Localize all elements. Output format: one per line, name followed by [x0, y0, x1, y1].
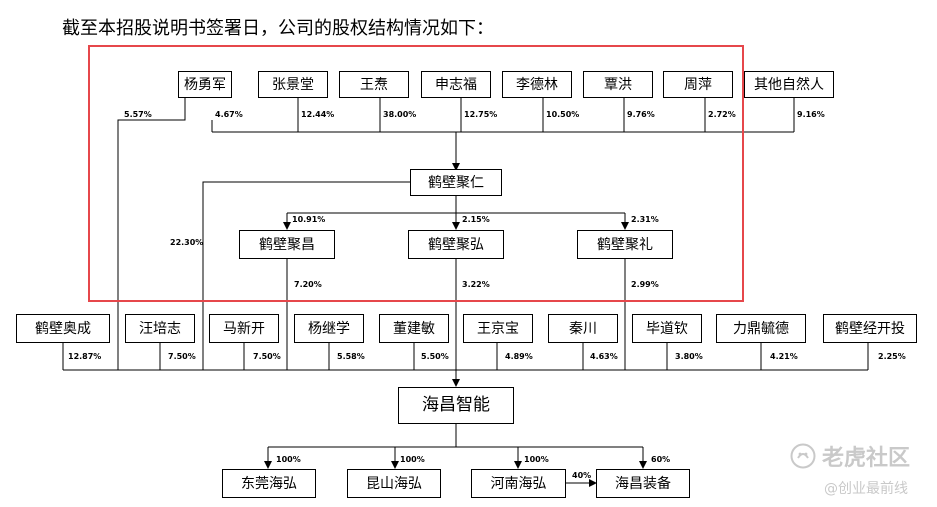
shareholder-box-hebi-jingkaitou: 鹤壁经开投	[823, 314, 917, 343]
holder-box-li-delin: 李德林	[502, 71, 572, 98]
pct-label-dongguan-haihong: 100%	[276, 455, 301, 464]
pct-label-wang-jingbao: 4.89%	[505, 352, 533, 361]
holder-box-other-individuals: 其他自然人	[744, 71, 834, 98]
shareholder-box-dong-jianmin: 董建敏	[379, 314, 449, 343]
shareholder-box-qin-chuan: 秦川	[548, 314, 618, 343]
subsidiary-box-dongguan-haihong: 东莞海弘	[222, 469, 316, 498]
subsidiary-box-henan-haihong: 河南海弘	[471, 469, 566, 498]
pct-label-ma-xinkai: 7.50%	[253, 352, 281, 361]
pct-label-qin-chuan: 4.63%	[590, 352, 618, 361]
pct-label-juli-from-juren: 2.31%	[631, 215, 659, 224]
pct-label-haichang-zhuangbei: 60%	[651, 455, 671, 464]
pct-label-shen-zhifu: 12.75%	[464, 110, 498, 119]
pct-label-henan-haihong: 100%	[524, 455, 549, 464]
pct-label-juli-to-target: 2.99%	[631, 280, 659, 289]
pct-label-dong-jianmin: 5.50%	[421, 352, 449, 361]
pct-label-li-delin: 10.50%	[546, 110, 580, 119]
pct-label-bi-daoqin: 3.80%	[675, 352, 703, 361]
pct-label-liding-yude: 4.21%	[770, 352, 798, 361]
pct-label-zhou-ping: 2.72%	[708, 110, 736, 119]
pct-label-kunshan-haihong: 100%	[400, 455, 425, 464]
pct-label-hebi-jingkaitou: 2.25%	[878, 352, 906, 361]
pct-label-wang-peizhi: 7.50%	[168, 352, 196, 361]
entity-box-juli: 鹤壁聚礼	[577, 230, 673, 259]
entity-box-juhong: 鹤壁聚弘	[408, 230, 504, 259]
pct-label-juhong-from-juren: 2.15%	[462, 215, 490, 224]
company-box-haichang-intelligent: 海昌智能	[398, 387, 514, 424]
holder-box-zhou-ping: 周萍	[663, 71, 733, 98]
shareholder-box-yang-jixue: 杨继学	[294, 314, 364, 343]
pct-label-qin-hong: 9.76%	[627, 110, 655, 119]
pct-label-zhang-jingtang: 12.44%	[301, 110, 335, 119]
pct-label-yang-yongjun: 4.67%	[215, 110, 243, 119]
pct-label-juchang-from-juren: 10.91%	[292, 215, 326, 224]
section-heading: 截至本招股说明书签署日，公司的股权结构情况如下：	[62, 18, 494, 39]
holder-box-zhang-jingtang: 张景堂	[258, 71, 328, 98]
holder-box-shen-zhifu: 申志福	[421, 71, 491, 98]
pct-label-juhong-to-target: 3.22%	[462, 280, 490, 289]
shareholder-box-liding-yude: 力鼎毓德	[716, 314, 806, 343]
pct-label-juren-direct: 22.30%	[170, 238, 204, 247]
shareholder-box-bi-daoqin: 毕道钦	[632, 314, 702, 343]
holder-box-wang-tao: 王焘	[339, 71, 409, 98]
entity-box-juchang: 鹤壁聚昌	[239, 230, 335, 259]
pct-label-yang-jixue: 5.58%	[337, 352, 365, 361]
watermark-brand: 老虎社区	[790, 440, 910, 472]
entity-box-juren: 鹤壁聚仁	[410, 169, 502, 196]
pct-label-juchang-to-target: 7.20%	[294, 280, 322, 289]
pct-label-yang-direct: 5.57%	[124, 110, 152, 119]
pct-label-hebi-aocheng: 12.87%	[68, 352, 102, 361]
shareholder-box-hebi-aocheng: 鹤壁奥成	[16, 314, 110, 343]
pct-label-other-individuals: 9.16%	[797, 110, 825, 119]
shareholder-box-wang-peizhi: 汪培志	[125, 314, 195, 343]
pct-label-wang-tao: 38.00%	[383, 110, 417, 119]
tiger-logo-icon	[790, 443, 816, 469]
holder-box-yang-yongjun: 杨勇军	[178, 71, 232, 98]
subsidiary-box-kunshan-haihong: 昆山海弘	[347, 469, 441, 498]
pct-label-henan-to-zhuangbei: 40%	[572, 471, 592, 480]
highlight-frame	[88, 45, 744, 302]
watermark-brand-text: 老虎社区	[822, 446, 911, 471]
subsidiary-box-haichang-zhuangbei: 海昌装备	[596, 469, 690, 498]
shareholder-box-wang-jingbao: 王京宝	[463, 314, 533, 343]
watermark-handle: @创业最前线	[824, 481, 908, 497]
holder-box-qin-hong: 覃洪	[583, 71, 653, 98]
shareholder-box-ma-xinkai: 马新开	[209, 314, 279, 343]
